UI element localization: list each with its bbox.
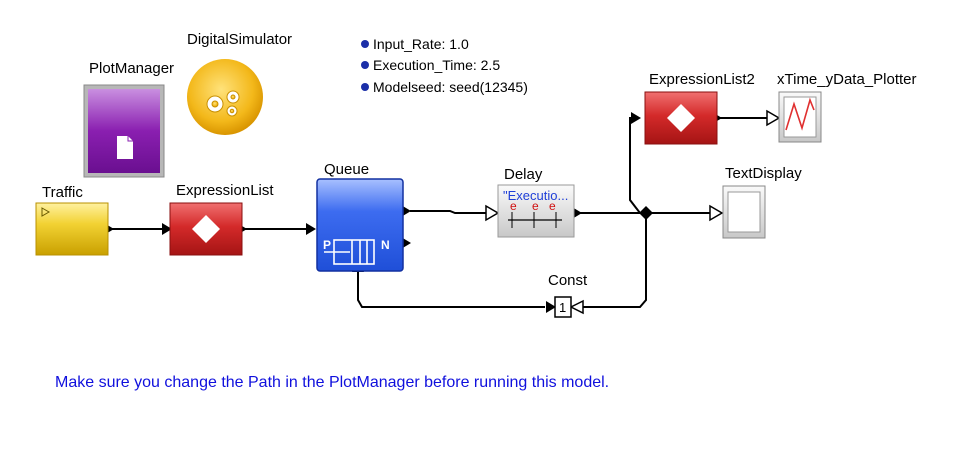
queue-actor[interactable]: P N: [316, 178, 404, 272]
plot-manager-label: PlotManager: [89, 60, 175, 77]
svg-text:e: e: [510, 199, 517, 213]
traffic-label: Traffic: [42, 184, 83, 201]
digital-simulator-label: DigitalSimulator: [187, 31, 293, 48]
wire-const-to-queue: [357, 272, 545, 308]
parameter-execution-time[interactable]: Execution_Time: 2.5: [373, 57, 501, 73]
expressionlist2-actor[interactable]: [644, 91, 718, 145]
model-annotation: Make sure you change the Path in the Plo…: [55, 374, 610, 391]
wire-relation-to-expressionlist2: [629, 117, 646, 214]
svg-text:e: e: [532, 199, 539, 213]
delay-expression: "Executio...: [503, 188, 568, 203]
traffic-actor[interactable]: [35, 202, 109, 256]
gears-icon: [206, 90, 240, 117]
plotter-label: xTime_yData_Plotter: [777, 71, 917, 88]
document-icon: [117, 136, 133, 159]
play-icon: [41, 207, 51, 217]
queue-icon: [324, 239, 375, 265]
expression-diamond-icon: [192, 215, 220, 243]
delay-actor[interactable]: e e e "Executio...: [497, 184, 575, 238]
plot-manager-actor[interactable]: [83, 84, 165, 178]
plotter-actor[interactable]: [778, 91, 822, 143]
svg-text:e: e: [549, 199, 556, 213]
expressionlist2-label: ExpressionList2: [649, 71, 755, 88]
delay-timeline-icon: e e e: [508, 199, 562, 228]
plot-wave-icon: [785, 97, 815, 131]
expressionlist-label: ExpressionList: [176, 182, 274, 199]
parameter-bullets: [361, 40, 369, 91]
const-label: Const: [548, 272, 588, 289]
wire-queue-to-delay: [410, 210, 492, 214]
const-actor[interactable]: 1: [554, 296, 572, 318]
delay-label: Delay: [504, 166, 543, 183]
queue-port-p: P: [323, 238, 331, 252]
parameter-input-rate[interactable]: Input_Rate: 1.0: [373, 36, 469, 52]
relation-diamond[interactable]: [639, 206, 653, 220]
queue-port-n: N: [381, 238, 390, 252]
wire-relation-to-const: [583, 212, 647, 308]
queue-label: Queue: [324, 161, 370, 178]
const-value: 1: [559, 300, 566, 315]
digital-simulator-director[interactable]: [187, 59, 263, 135]
expression-diamond-icon: [667, 104, 695, 132]
expressionlist-actor[interactable]: [169, 202, 243, 256]
textdisplay-label: TextDisplay: [725, 165, 802, 182]
parameter-modelseed[interactable]: Modelseed: seed(12345): [373, 79, 528, 95]
textdisplay-actor[interactable]: [722, 185, 766, 239]
